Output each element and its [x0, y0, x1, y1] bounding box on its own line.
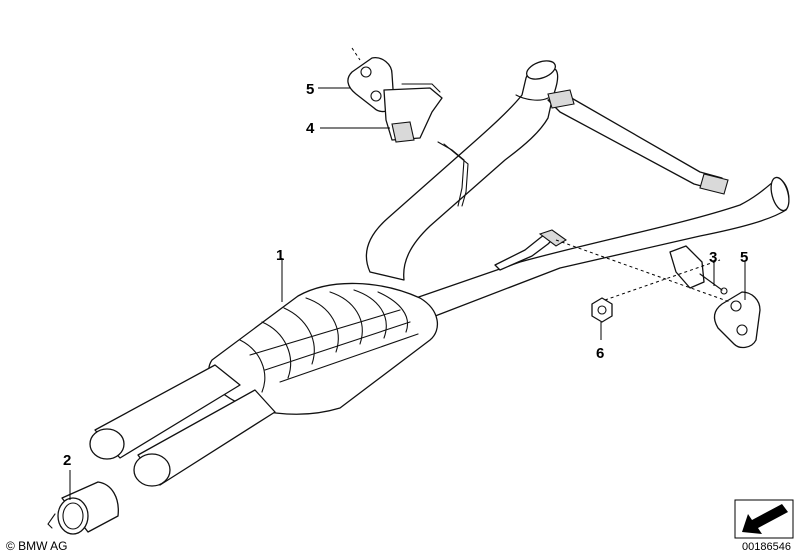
- bracket-upper: [383, 83, 443, 143]
- callout-6: 6: [596, 345, 604, 362]
- callout-4: 4: [306, 120, 315, 137]
- callout-5-right: 5: [740, 249, 748, 266]
- pipe-hanger-bracket-right: [494, 229, 568, 271]
- document-number: 00186546: [742, 541, 791, 553]
- right-pipe: [409, 176, 790, 319]
- leader-lines: [69, 87, 746, 500]
- callout-1: 1: [276, 247, 284, 264]
- callout-2: 2: [63, 452, 71, 469]
- rubber-mount-right: [713, 291, 761, 349]
- arrow-box-icon: [734, 499, 794, 539]
- assembly-lines: [351, 47, 731, 303]
- bracket-right: [669, 245, 728, 295]
- tailpipes: [89, 364, 276, 487]
- callout-3: 3: [709, 249, 717, 266]
- callout-5-upper: 5: [306, 81, 314, 98]
- pipe-hanger-rod-left: [437, 141, 469, 207]
- rear-silencer: [208, 282, 439, 415]
- crossover-pipe: [547, 89, 729, 195]
- hex-nut: [591, 297, 613, 323]
- tailpipe-trim: [47, 481, 119, 535]
- left-front-pipe: [365, 60, 559, 281]
- copyright-label: © BMW AG: [6, 539, 68, 553]
